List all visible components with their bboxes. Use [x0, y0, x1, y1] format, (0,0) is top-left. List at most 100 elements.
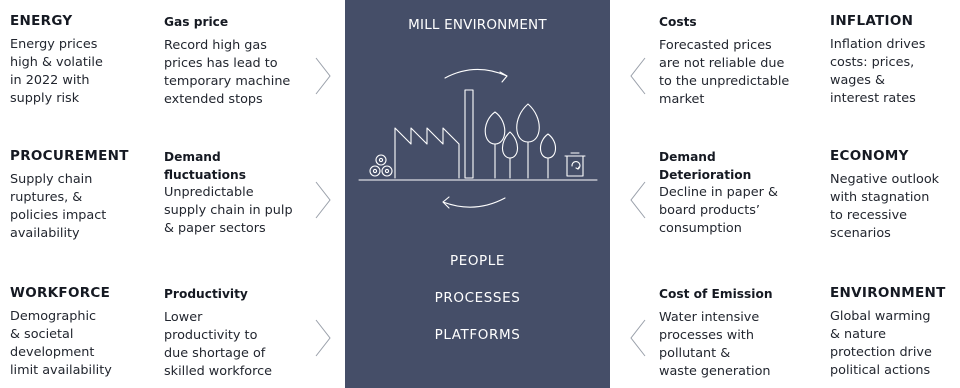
- factor-title: Productivity: [164, 285, 272, 303]
- category-environment: ENVIRONMENT Global warming & nature prot…: [830, 284, 946, 380]
- chevron-right-icon: [315, 319, 331, 357]
- mill-illustration: [358, 68, 598, 209]
- text-line: scenarios: [830, 226, 891, 241]
- text-line: Supply chain: [10, 172, 93, 187]
- factor-demand-fluctuations: Demand fluctuations Unpredictable supply…: [164, 148, 293, 238]
- title-line: Productivity: [164, 287, 248, 301]
- text-line: due shortage of: [164, 346, 266, 361]
- factor-text: Lower productivity to due shortage of sk…: [164, 309, 272, 381]
- text-line: Unpredictable: [164, 185, 254, 200]
- text-line: skilled workforce: [164, 364, 272, 379]
- text-line: temporary machine: [164, 74, 291, 89]
- text-line: & paper sectors: [164, 221, 266, 236]
- text-line: policies impact: [10, 208, 107, 223]
- label-platforms: PLATFORMS: [434, 327, 521, 343]
- paper-rolls-icon: [369, 154, 393, 177]
- text-line: supply risk: [10, 91, 80, 106]
- factor-productivity: Productivity Lower productivity to due s…: [164, 285, 272, 381]
- text-line: in 2022 with: [10, 73, 90, 88]
- chevron-right-icon: [315, 181, 331, 219]
- text-line: supply chain in pulp: [164, 203, 293, 218]
- text-line: waste generation: [659, 364, 771, 379]
- panel-title: MILL ENVIRONMENT: [408, 17, 547, 33]
- category-title: ENVIRONMENT: [830, 285, 946, 301]
- text-line: to recessive: [830, 208, 908, 223]
- title-line: Costs: [659, 15, 697, 29]
- category-energy: ENERGY Energy prices high & volatile in …: [10, 12, 103, 108]
- text-line: to the unpredictable: [659, 74, 790, 89]
- text-line: development: [10, 345, 95, 360]
- chevron-right-icon: [315, 57, 331, 95]
- text-line: Global warming: [830, 309, 931, 324]
- category-economy: ECONOMY Negative outlook with stagnation…: [830, 147, 939, 243]
- text-line: high & volatile: [10, 55, 103, 70]
- factor-title: Costs: [659, 13, 789, 31]
- category-text: Negative outlook with stagnation to rece…: [830, 171, 939, 243]
- title-line: Demand: [659, 150, 716, 164]
- category-inflation: INFLATION Inflation drives costs: prices…: [830, 12, 925, 108]
- category-title: INFLATION: [830, 13, 914, 29]
- category-text: Supply chain ruptures, & policies impact…: [10, 171, 129, 243]
- chevron-left-icon: [630, 181, 646, 219]
- category-title: ECONOMY: [830, 148, 909, 164]
- text-line: pollutant &: [659, 346, 731, 361]
- text-line: & nature: [830, 327, 886, 342]
- text-line: Water intensive: [659, 310, 760, 325]
- category-text: Energy prices high & volatile in 2022 wi…: [10, 36, 103, 108]
- text-line: political actions: [830, 363, 931, 378]
- mill-environment-panel: MILL ENVIRONMENT: [345, 0, 610, 388]
- text-line: wages &: [830, 73, 886, 88]
- label-people: PEOPLE: [449, 253, 506, 269]
- text-line: productivity to: [164, 328, 258, 343]
- text-line: Record high gas: [164, 38, 267, 53]
- category-title: PROCUREMENT: [10, 148, 129, 164]
- text-line: & societal: [10, 327, 74, 342]
- chevron-left-icon: [630, 319, 646, 357]
- text-line: prices has lead to: [164, 56, 278, 71]
- factor-gas-price: Gas price Record high gas prices has lea…: [164, 13, 290, 109]
- trees-icon: [484, 103, 557, 179]
- category-title: WORKFORCE: [10, 285, 111, 301]
- text-line: protection drive: [830, 345, 932, 360]
- text-line: with stagnation: [830, 190, 930, 205]
- category-text: Demographic & societal development limit…: [10, 308, 112, 380]
- factor-title: Demand fluctuations: [164, 148, 293, 184]
- title-line: Cost of Emission: [659, 287, 773, 301]
- factor-title: Demand Deterioration: [659, 148, 778, 184]
- text-line: Demographic: [10, 309, 97, 324]
- cycle-arrow-icon: [442, 196, 506, 209]
- title-line: Deterioration: [659, 168, 752, 182]
- text-line: Negative outlook: [830, 172, 940, 187]
- category-title: ENERGY: [10, 13, 73, 29]
- category-workforce: WORKFORCE Demographic & societal develop…: [10, 284, 112, 380]
- text-line: ruptures, &: [10, 190, 83, 205]
- recycle-bin-icon: [564, 152, 586, 177]
- text-line: market: [659, 92, 705, 107]
- text-line: limit availability: [10, 363, 112, 378]
- category-text: Inflation drives costs: prices, wages & …: [830, 36, 925, 108]
- factor-text: Water intensive processes with pollutant…: [659, 309, 773, 381]
- factor-text: Record high gas prices has lead to tempo…: [164, 37, 290, 109]
- text-line: processes with: [659, 328, 754, 343]
- cycle-arrow-icon: [444, 68, 508, 83]
- factor-text: Unpredictable supply chain in pulp & pap…: [164, 184, 293, 238]
- factory-icon: [394, 89, 474, 179]
- text-line: Forecasted prices: [659, 38, 772, 53]
- title-line: Demand: [164, 150, 221, 164]
- text-line: Energy prices: [10, 37, 98, 52]
- chevron-left-icon: [630, 57, 646, 95]
- factor-text: Decline in paper & board products’ consu…: [659, 184, 778, 238]
- title-line: fluctuations: [164, 168, 246, 182]
- text-line: extended stops: [164, 92, 263, 107]
- factor-title: Gas price: [164, 13, 290, 31]
- text-line: availability: [10, 226, 80, 241]
- text-line: interest rates: [830, 91, 916, 106]
- text-line: costs: prices,: [830, 55, 915, 70]
- factor-demand-deterioration: Demand Deterioration Decline in paper & …: [659, 148, 778, 238]
- text-line: board products’: [659, 203, 760, 218]
- text-line: Decline in paper &: [659, 185, 778, 200]
- factor-text: Forecasted prices are not reliable due t…: [659, 37, 789, 109]
- label-processes: PROCESSES: [434, 290, 521, 306]
- text-line: Inflation drives: [830, 37, 926, 52]
- factor-title: Cost of Emission: [659, 285, 773, 303]
